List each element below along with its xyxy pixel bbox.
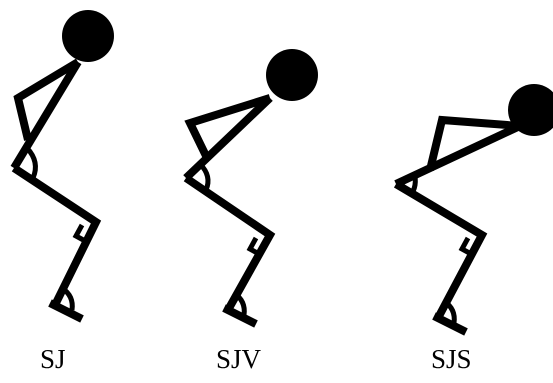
- foot-sj: [50, 303, 82, 319]
- head-sj: [62, 10, 114, 62]
- stick-figure-sj: [14, 10, 114, 319]
- legs-sj: [14, 168, 96, 305]
- figure-label-sj: SJ: [40, 346, 66, 373]
- foot-sjv: [224, 308, 256, 324]
- stick-figure-sjs: [396, 84, 553, 332]
- figure-label-sjv: SJV: [216, 346, 261, 373]
- foot-sjs: [434, 316, 466, 332]
- stick-figure-sjv: [186, 49, 318, 324]
- legs-sjv: [186, 178, 270, 310]
- knee-angle-marker-sjs: [462, 238, 473, 255]
- figure-label-sjs: SJS: [431, 346, 472, 373]
- head-sjv: [266, 49, 318, 101]
- knee-angle-marker-sj: [76, 225, 87, 242]
